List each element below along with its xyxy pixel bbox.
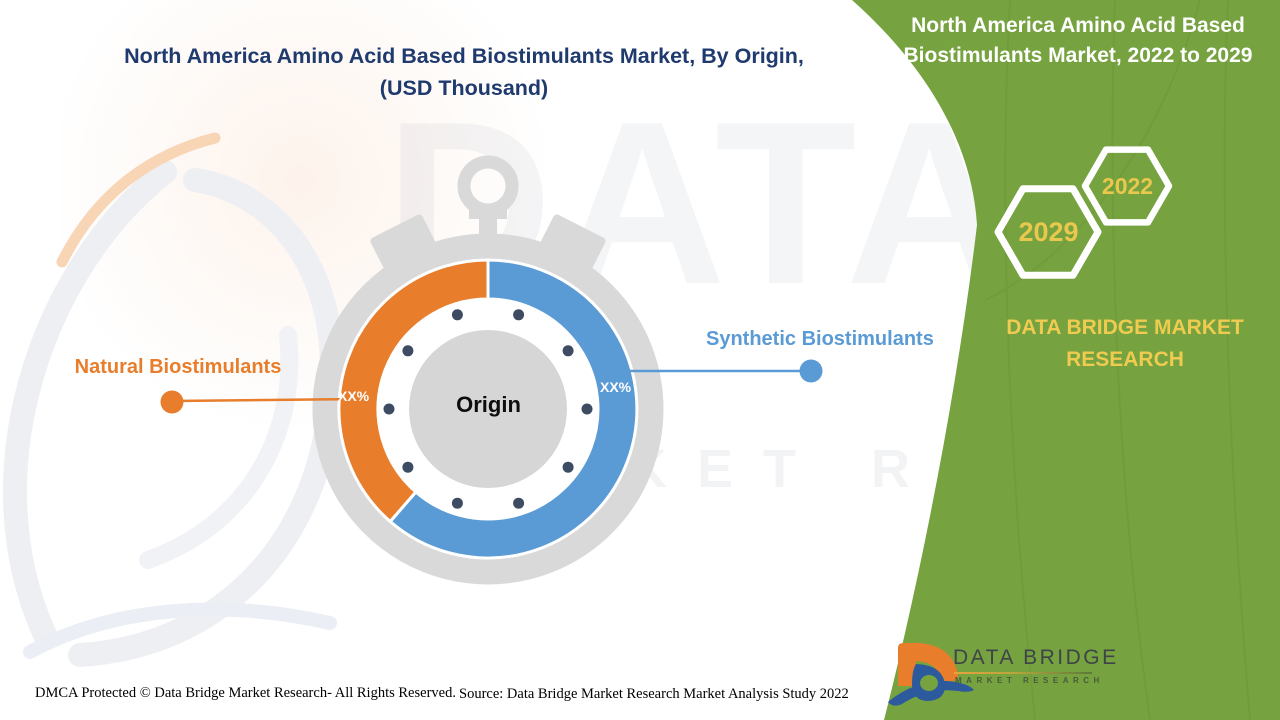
dial-tick-dots [383, 309, 593, 509]
hexagon-2022 [1081, 146, 1173, 226]
segment-synthetic-biostimulants [388, 258, 639, 560]
stopwatch-bezel [312, 233, 664, 585]
panel-brand-line1: DATA BRIDGE MARKET [1006, 316, 1244, 339]
chart-title-line2: (USD Thousand) [379, 76, 549, 101]
panel-brand-line2: RESEARCH [1066, 347, 1184, 371]
donut-segments [337, 258, 639, 560]
source-citation: Source: Data Bridge Market Research Mark… [459, 686, 849, 702]
logo-blue-swoosh [888, 680, 974, 706]
callout-synthetic [630, 359, 823, 383]
chart-title: North America Amino Acid Based Biostimul… [85, 40, 843, 105]
value-label-synthetic: XX% [600, 379, 632, 395]
segment-natural-biostimulants [337, 258, 490, 523]
value-label-natural: XX% [338, 388, 370, 404]
donut-center-disc [409, 330, 567, 488]
logo-divider-rule [954, 672, 1092, 674]
forecast-year-label: 2029 [1018, 217, 1079, 247]
callout-natural [160, 390, 363, 414]
leaf-vein-pattern [984, 0, 1251, 720]
chart-title-line1: North America Amino Acid Based Biostimul… [124, 44, 804, 68]
hexagon-2029 [994, 185, 1102, 279]
logo-tagline-text: MARKET RESEARCH [955, 676, 1104, 685]
panel-title-line1: North America Amino Acid Based [911, 14, 1245, 37]
green-panel-shape [852, 0, 1280, 720]
synthetic-callout-dot [799, 359, 823, 383]
logo-brand-text: DATA BRIDGE [953, 646, 1119, 669]
data-bridge-logo-icon [888, 643, 974, 706]
base-year-label: 2022 [1101, 173, 1154, 199]
panel-brand-text: DATA BRIDGE MARKET RESEARCH [985, 312, 1265, 375]
label-natural-biostimulants: Natural Biostimulants [74, 356, 282, 378]
dmca-notice: DMCA Protected © Data Bridge Market Rese… [35, 685, 456, 701]
natural-callout-dot [160, 390, 184, 414]
panel-title-line2: Biostimulants Market, 2022 to 2029 [903, 44, 1253, 68]
panel-title: North America Amino Acid Based Biostimul… [880, 11, 1276, 72]
donut-center-label: Origin [456, 392, 521, 417]
logo-bowl-cutout [920, 675, 938, 691]
label-synthetic-biostimulants: Synthetic Biostimulants [706, 328, 934, 350]
